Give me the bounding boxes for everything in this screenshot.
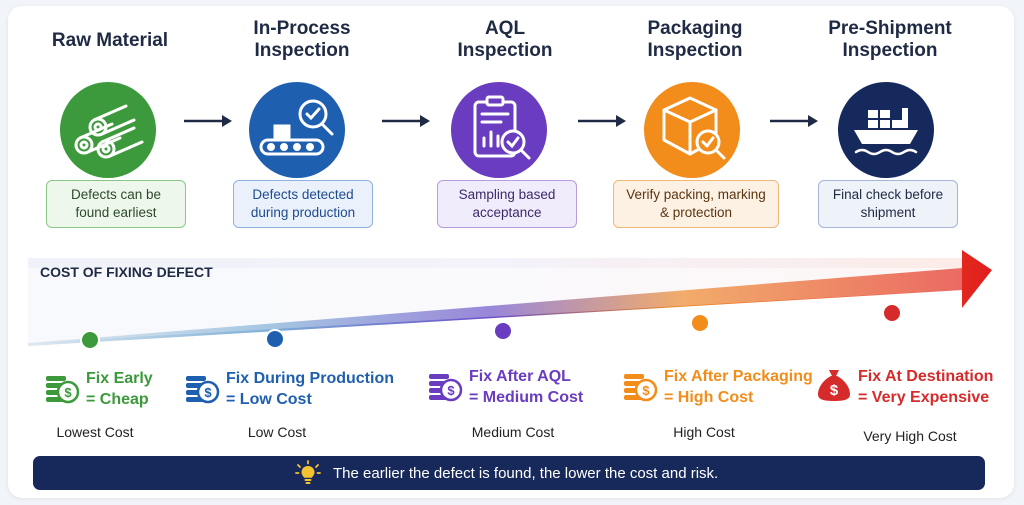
fix-after-aql: $ Fix After AQL = Medium Cost (427, 366, 583, 408)
money-bag-icon: $ (818, 370, 850, 401)
clipboard-chart-icon (451, 82, 547, 178)
coins-icon: $ (624, 374, 658, 402)
fix-after-packaging: $ Fix After Packaging = High Cost (622, 366, 813, 408)
coins-icon: $ (186, 376, 220, 404)
svg-text:$: $ (642, 383, 650, 398)
box-check-icon (644, 82, 740, 178)
stage-title-packaging: Packaging Inspection (647, 18, 743, 61)
fix-early: $ Fix Early = Cheap (44, 368, 153, 410)
flow-arrow (382, 115, 430, 127)
stage-title-raw-material: Raw Material (51, 30, 169, 51)
takeaway-text: The earlier the defect is found, the low… (333, 465, 719, 482)
cost-level-very-high: Very High Cost (863, 428, 957, 444)
flow-arrow (184, 115, 232, 127)
cost-level-high: High Cost (673, 424, 735, 440)
stage-title-aql: AQL Inspection (457, 18, 553, 61)
cargo-ship-icon (838, 82, 934, 178)
flow-arrow (770, 115, 818, 127)
svg-text:$: $ (447, 383, 455, 398)
coins-icon: $ (429, 374, 463, 402)
stage-desc-packaging: Verify packing, marking& protection (613, 180, 779, 228)
coins-icon: $ (46, 376, 80, 404)
svg-text:$: $ (830, 382, 839, 399)
cost-level-low: Low Cost (247, 424, 307, 440)
pipes-icon (60, 82, 156, 178)
fix-during-production: $ Fix During Production = Low Cost (184, 368, 394, 410)
svg-text:$: $ (64, 385, 72, 400)
takeaway-banner: The earlier the defect is found, the low… (33, 456, 985, 490)
svg-text:$: $ (204, 385, 212, 400)
conveyor-inspection-icon (249, 82, 345, 178)
cost-level-lowest: Lowest Cost (56, 424, 134, 440)
flow-arrow (578, 115, 626, 127)
lightbulb-icon (295, 460, 321, 484)
cost-heading: COST OF FIXING DEFECT (40, 264, 213, 280)
stage-title-pre-shipment: Pre-Shipment Inspection (828, 18, 952, 61)
stage-title-in-process: In-Process Inspection (253, 18, 351, 61)
cost-level-medium: Medium Cost (471, 424, 555, 440)
fix-at-destination: $ Fix At Destination = Very Expensive (816, 366, 993, 408)
